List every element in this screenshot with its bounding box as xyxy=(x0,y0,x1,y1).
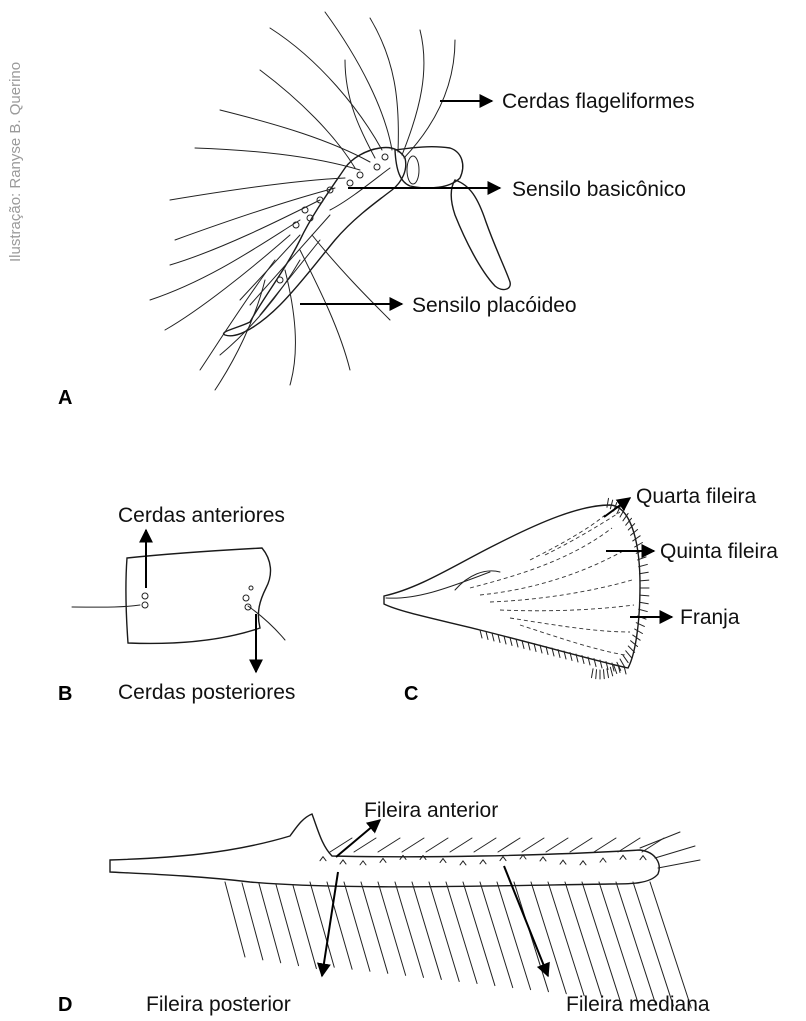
label-cerdas-anteriores: Cerdas anteriores xyxy=(118,504,285,527)
panel-a-antenna-drawing xyxy=(150,12,510,390)
label-fileira-mediana: Fileira mediana xyxy=(566,993,710,1016)
panel-letter-b: B xyxy=(58,683,72,705)
label-quinta-fileira: Quinta fileira xyxy=(660,540,778,563)
label-franja: Franja xyxy=(680,606,740,629)
label-quarta-fileira: Quarta fileira xyxy=(636,485,757,508)
arrow-posterior-row xyxy=(322,872,338,976)
illustration-credit: Ilustração: Ranyse B. Querino xyxy=(7,62,24,262)
label-cerdas-posteriores: Cerdas posteriores xyxy=(118,681,295,704)
label-cerdas-flageliformes: Cerdas flageliformes xyxy=(502,90,695,113)
panel-b-drawing xyxy=(72,548,285,643)
label-sensilo-basiconico: Sensilo basicônico xyxy=(512,178,686,201)
panel-d-wing-drawing xyxy=(110,814,700,1008)
label-fileira-posterior: Fileira posterior xyxy=(146,993,291,1016)
arrow-median-row xyxy=(504,866,548,976)
panel-letter-d: D xyxy=(58,994,72,1016)
arrow-anterior-row xyxy=(336,820,380,857)
panel-letter-a: A xyxy=(58,387,72,409)
label-sensilo-placoideo: Sensilo placóideo xyxy=(412,294,577,317)
panel-c-wing-drawing xyxy=(384,498,649,679)
label-fileira-anterior: Fileira anterior xyxy=(364,799,498,822)
panel-letter-c: C xyxy=(404,683,418,705)
